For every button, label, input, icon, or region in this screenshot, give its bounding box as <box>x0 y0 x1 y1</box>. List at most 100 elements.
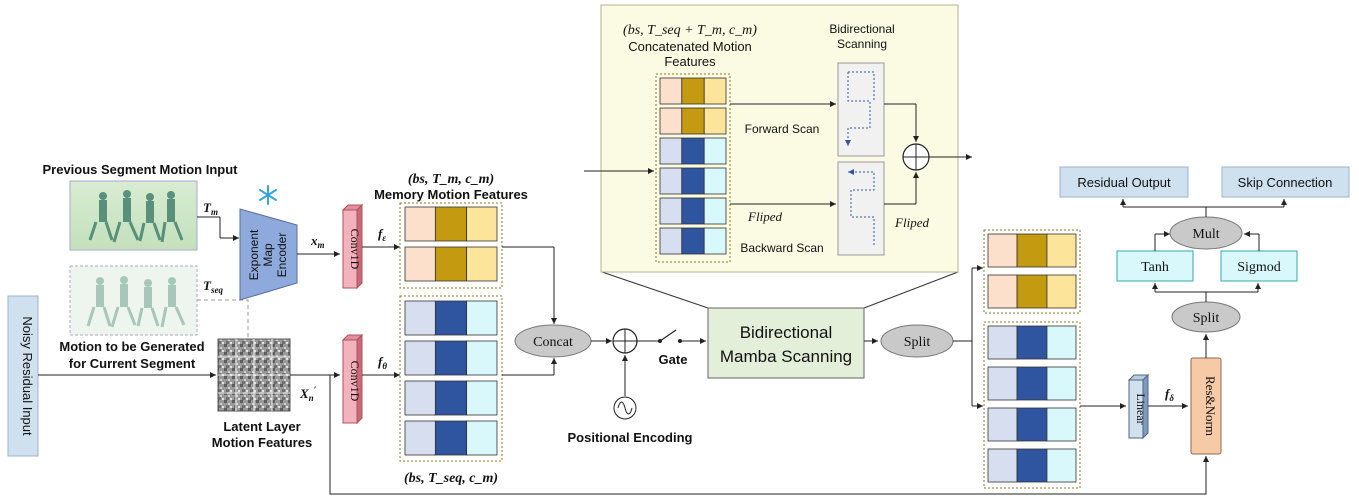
token-cell <box>466 380 498 416</box>
token-cell <box>703 167 727 195</box>
token-cell <box>1016 407 1048 442</box>
token-cell <box>703 107 727 135</box>
scan-title-1: Bidirectional <box>829 22 894 36</box>
seq-shape: (bs, T_seq, c_m) <box>404 471 498 486</box>
fliped-right: Fliped <box>894 215 929 230</box>
memory-token-row <box>987 233 1077 268</box>
sigmod-block: Sigmod <box>1220 250 1298 282</box>
sequence-token-row <box>659 227 727 255</box>
positional-encoding-label: Positional Encoding <box>568 430 693 445</box>
token-cell <box>703 137 727 165</box>
concat-node: Concat <box>514 324 592 358</box>
svg-text:Conv1D: Conv1D <box>348 361 362 402</box>
x-n-symbol: Xn′ <box>299 385 317 403</box>
inset-label-1: Concatenated Motion <box>628 39 752 54</box>
token-cell <box>466 206 498 242</box>
memory-feature-stack <box>404 206 498 282</box>
token-cell <box>1046 366 1077 401</box>
split-node-right: Split <box>1171 301 1241 333</box>
output-sequence-stack <box>987 325 1077 483</box>
x-m-symbol: xm <box>310 233 325 250</box>
token-cell <box>681 107 705 135</box>
add-positional-operator <box>612 328 638 354</box>
memory-label: Memory Motion Features <box>374 187 528 202</box>
token-cell <box>1016 274 1048 309</box>
prev-segment-motion-image <box>69 180 198 251</box>
f-delta-symbol: fδ <box>1165 386 1174 403</box>
residual-output-box: Residual Output <box>1059 166 1189 198</box>
svg-text:Sigmod: Sigmod <box>1237 260 1281 275</box>
conv1d-bottom: Conv1D <box>341 333 364 425</box>
svg-text:Noisy Residual Input: Noisy Residual Input <box>20 316 35 436</box>
linear-layer: Linear <box>1127 373 1150 440</box>
svg-text:Linear: Linear <box>1134 393 1148 424</box>
memory-token-row <box>659 77 727 105</box>
t-m-symbol: Tm <box>203 200 218 217</box>
token-cell <box>434 340 468 376</box>
svg-text:Bidirectional: Bidirectional <box>740 323 833 342</box>
inset-label-2: Features <box>664 54 716 69</box>
token-cell <box>404 340 436 376</box>
token-cell <box>434 420 468 456</box>
token-cell <box>466 340 498 376</box>
svg-text:Skip Connection: Skip Connection <box>1238 175 1333 190</box>
token-cell <box>404 300 436 336</box>
inset-feature-stack <box>659 77 727 255</box>
noisy-residual-input: Noisy Residual Input <box>7 295 39 457</box>
split-node: Split <box>880 324 954 358</box>
svg-text:Map: Map <box>261 243 275 267</box>
token-cell <box>681 167 705 195</box>
latent-noise-grid <box>217 338 291 412</box>
token-cell <box>466 300 498 336</box>
sequence-token-row <box>659 137 727 165</box>
gate-switch <box>658 329 682 343</box>
token-cell <box>703 77 727 105</box>
sequence-token-row <box>987 325 1077 360</box>
sequence-feature-stack <box>404 300 498 456</box>
scanning-inset: (bs, T_seq + T_m, c_m) Concatenated Moti… <box>584 4 972 309</box>
token-cell <box>659 197 683 225</box>
memory-shape: (bs, T_m, c_m) <box>408 172 494 187</box>
token-cell <box>703 227 727 255</box>
current-segment-motion-image <box>69 265 198 336</box>
token-cell <box>1016 233 1048 268</box>
token-cell <box>404 420 436 456</box>
token-cell <box>1016 366 1048 401</box>
token-cell <box>434 206 468 242</box>
tanh-block: Tanh <box>1116 250 1194 282</box>
token-cell <box>987 325 1018 360</box>
memory-token-row <box>404 206 498 242</box>
token-cell <box>681 137 705 165</box>
skip-connection-box: Skip Connection <box>1221 166 1350 198</box>
output-memory-stack <box>987 233 1077 309</box>
exponent-map-encoder: Exponent Map Encoder <box>239 208 298 301</box>
token-cell <box>1046 448 1077 483</box>
token-cell <box>1046 407 1077 442</box>
token-cell <box>659 107 683 135</box>
bidirectional-mamba-block: Bidirectional Mamba Scanning <box>707 307 865 379</box>
token-cell <box>987 448 1018 483</box>
svg-text:Res&Norm: Res&Norm <box>1203 376 1218 436</box>
scan-title-2: Scanning <box>837 37 887 51</box>
token-cell <box>434 380 468 416</box>
token-cell <box>681 77 705 105</box>
svg-text:Encoder: Encoder <box>275 233 289 278</box>
mult-node: Mult <box>1169 216 1243 250</box>
token-cell <box>404 380 436 416</box>
token-cell <box>987 366 1018 401</box>
latent-label-2: Motion Features <box>212 435 312 450</box>
svg-text:Residual Output: Residual Output <box>1077 175 1171 190</box>
sequence-token-row <box>659 197 727 225</box>
token-cell <box>434 246 468 282</box>
prev-segment-label: Previous Segment Motion Input <box>42 162 238 177</box>
sequence-token-row <box>404 340 498 376</box>
inset-shape: (bs, T_seq + T_m, c_m) <box>623 23 757 38</box>
memory-token-row <box>987 274 1077 309</box>
svg-text:Split: Split <box>904 335 931 350</box>
token-cell <box>703 197 727 225</box>
svg-text:Conv1D: Conv1D <box>348 229 362 270</box>
svg-text:Mult: Mult <box>1192 227 1219 242</box>
token-cell <box>987 233 1018 268</box>
token-cell <box>659 77 683 105</box>
svg-text:Exponent: Exponent <box>247 229 261 280</box>
